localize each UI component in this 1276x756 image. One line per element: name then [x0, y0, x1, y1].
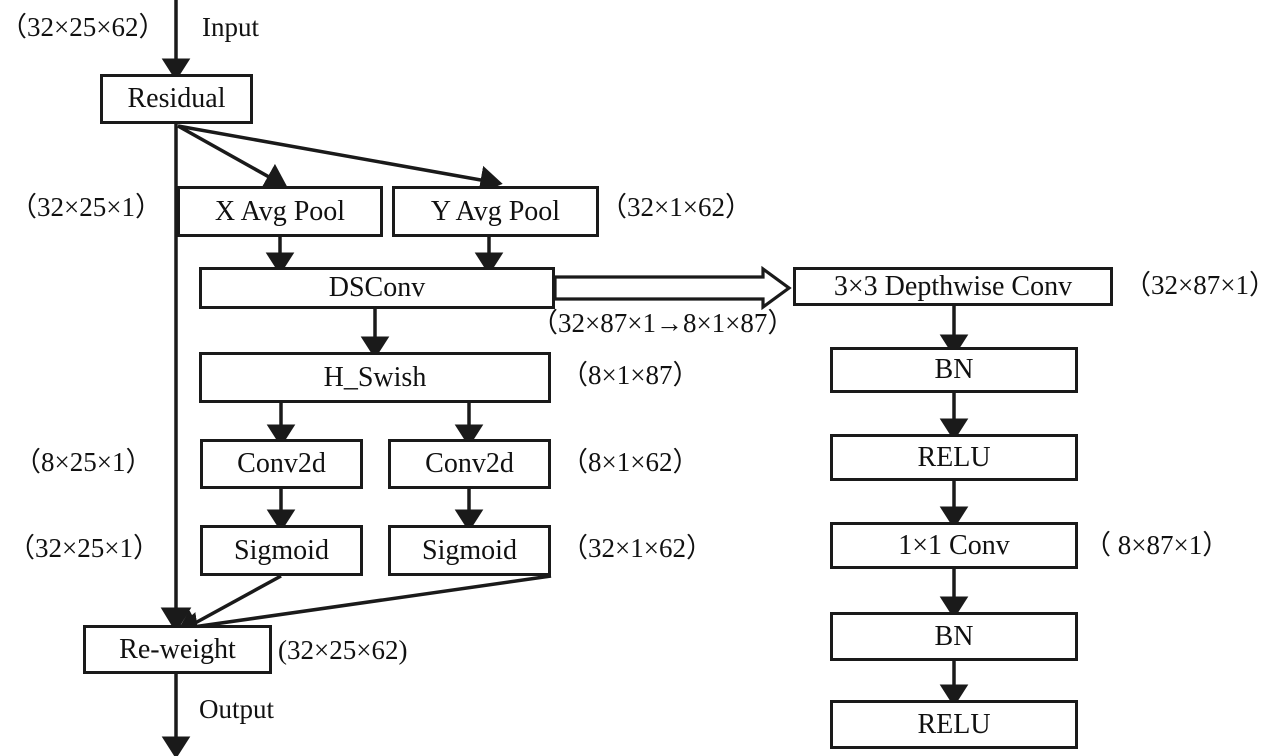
shape-re-weight-out: (32×25×62)	[278, 635, 408, 665]
node-y-avg-pool-label: Y Avg Pool	[430, 195, 561, 227]
node-sigmoid-right-label: Sigmoid	[422, 534, 517, 566]
edge-sigmoid-right-to-reweight	[175, 574, 552, 641]
node-h-swish[interactable]: H_Swish	[199, 352, 551, 403]
node-relu-1[interactable]: RELU	[830, 434, 1078, 481]
node-residual-label: Residual	[127, 83, 226, 114]
node-depthwise-conv-label: 3×3 Depthwise Conv	[833, 270, 1073, 302]
edge-sigmoid-left-to-reweight	[176, 574, 282, 636]
shape-sigmoid-left-out: （32×25×1）	[8, 533, 160, 563]
edge-residual-to-yavgpool	[177, 124, 503, 195]
node-re-weight[interactable]: Re-weight	[83, 625, 272, 674]
edge-dsconv-to-depthwise-conv	[553, 265, 792, 311]
shape-dsconv-transfer: （32×87×1→8×1×87）	[531, 308, 795, 338]
shape-x-avg-pool-out: （32×25×1）	[10, 192, 162, 222]
label-input: Input	[202, 12, 259, 42]
node-residual[interactable]: Residual	[100, 74, 253, 124]
node-sigmoid-left[interactable]: Sigmoid	[200, 525, 363, 576]
node-conv2d-left-label: Conv2d	[237, 448, 326, 479]
shape-input: （32×25×62）	[0, 12, 166, 42]
shape-conv2d-left-out: （8×25×1）	[14, 447, 153, 477]
shape-h-swish-out: （8×1×87）	[561, 360, 700, 390]
node-conv2d-right[interactable]: Conv2d	[388, 439, 551, 489]
node-relu-2[interactable]: RELU	[830, 700, 1078, 749]
node-dsconv-label: DSConv	[328, 272, 426, 303]
node-dsconv[interactable]: DSConv	[199, 267, 555, 309]
node-re-weight-label: Re-weight	[119, 633, 236, 665]
label-output: Output	[199, 694, 275, 724]
node-bn-2-label: BN	[934, 620, 974, 652]
node-bn-1-label: BN	[934, 354, 974, 385]
node-depthwise-conv[interactable]: 3×3 Depthwise Conv	[793, 267, 1113, 306]
shape-y-avg-pool-out: （32×1×62）	[600, 192, 752, 222]
node-conv-1x1[interactable]: 1×1 Conv	[830, 522, 1078, 569]
node-bn-2[interactable]: BN	[830, 612, 1078, 661]
shape-depthwise-out: （32×87×1）	[1124, 270, 1276, 300]
node-x-avg-pool[interactable]: X Avg Pool	[177, 186, 383, 237]
node-x-avg-pool-label: X Avg Pool	[214, 195, 346, 227]
node-y-avg-pool[interactable]: Y Avg Pool	[392, 186, 599, 237]
node-conv-1x1-label: 1×1 Conv	[898, 529, 1010, 561]
node-relu-1-label: RELU	[917, 441, 991, 473]
node-sigmoid-left-label: Sigmoid	[234, 534, 329, 566]
node-conv2d-right-label: Conv2d	[425, 448, 514, 479]
node-bn-1[interactable]: BN	[830, 347, 1078, 393]
shape-conv2d-right-out: （8×1×62）	[561, 447, 700, 477]
node-relu-2-label: RELU	[917, 708, 991, 740]
shape-conv-1x1-out: （ 8×87×1）	[1084, 530, 1230, 560]
node-sigmoid-right[interactable]: Sigmoid	[388, 525, 551, 576]
node-conv2d-left[interactable]: Conv2d	[200, 439, 363, 489]
edge-residual-to-xavgpool	[177, 124, 288, 189]
shape-sigmoid-right-out: （32×1×62）	[561, 533, 713, 563]
node-h-swish-label: H_Swish	[323, 361, 427, 393]
